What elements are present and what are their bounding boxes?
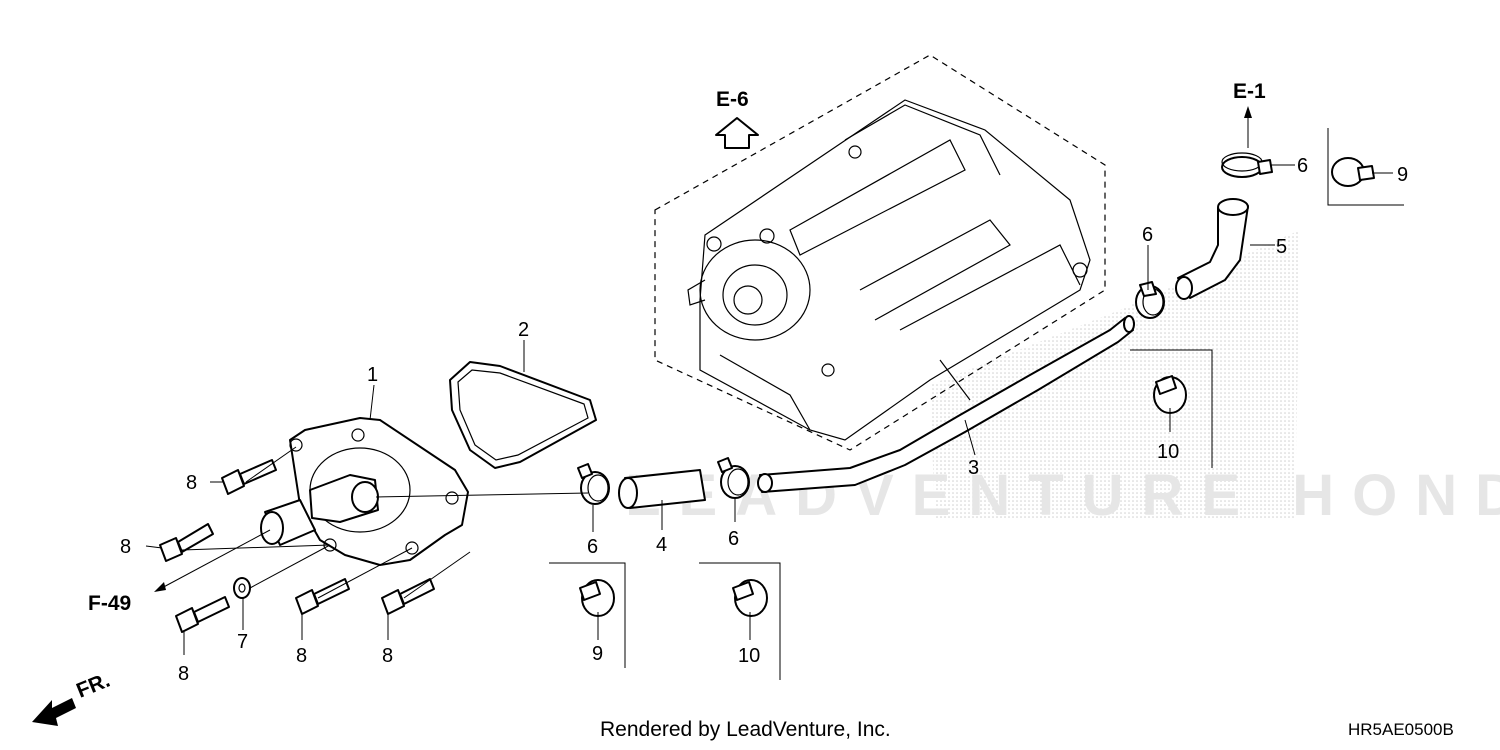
part-5-bent-hose[interactable] xyxy=(1175,198,1249,300)
callout-7[interactable]: 7 xyxy=(237,631,248,653)
callout-8-a[interactable]: 8 xyxy=(186,472,197,494)
part-6-clamp-d[interactable] xyxy=(1221,152,1273,178)
diagram-code: HR5AE0500B xyxy=(1348,720,1454,739)
callout-5[interactable]: 5 xyxy=(1276,236,1287,258)
leader-lines xyxy=(145,106,1393,655)
callout-8-c[interactable]: 8 xyxy=(178,663,189,685)
part-2-gasket[interactable] xyxy=(449,361,597,469)
callout-6-c[interactable]: 6 xyxy=(1142,224,1153,246)
watermark-text: LEADVENTURE HONDA xyxy=(625,463,1500,528)
callout-8-b[interactable]: 8 xyxy=(120,536,131,558)
part-10-clamp-detail-a[interactable] xyxy=(699,562,781,680)
callout-6-b[interactable]: 6 xyxy=(728,528,739,550)
callout-1[interactable]: 1 xyxy=(367,364,378,386)
part-9-clamp-detail-a[interactable] xyxy=(549,562,626,668)
watermark: LEADVENTURE HONDA xyxy=(625,230,1500,528)
part-8-bolt-a[interactable] xyxy=(221,459,277,495)
callout-10-b[interactable]: 10 xyxy=(1157,441,1179,463)
part-7-washer[interactable] xyxy=(233,577,251,599)
callout-6-a[interactable]: 6 xyxy=(587,536,598,558)
part-6-clamp-a[interactable] xyxy=(577,463,610,505)
arrow-e6 xyxy=(715,117,759,149)
part-9-clamp-detail-b[interactable] xyxy=(1327,128,1404,206)
part-8-bolt-e[interactable] xyxy=(381,578,435,615)
callout-10-a[interactable]: 10 xyxy=(738,645,760,667)
render-credit: Rendered by LeadVenture, Inc. xyxy=(600,718,891,741)
callout-4[interactable]: 4 xyxy=(656,534,667,556)
part-1-water-pump-cover[interactable] xyxy=(260,417,469,566)
callout-8-e[interactable]: 8 xyxy=(382,645,393,667)
front-arrow-icon xyxy=(32,698,76,726)
part-8-bolt-d[interactable] xyxy=(295,578,350,615)
front-direction-label: FR. xyxy=(73,669,113,703)
callout-8-d[interactable]: 8 xyxy=(296,645,307,667)
part-3-pipe[interactable] xyxy=(757,315,1135,493)
ref-e1-label[interactable]: E-1 xyxy=(1233,80,1266,103)
callout-3[interactable]: 3 xyxy=(968,457,979,479)
callout-9-b[interactable]: 9 xyxy=(1397,164,1408,186)
part-6-clamp-b[interactable] xyxy=(717,457,750,499)
part-4-hose[interactable] xyxy=(618,469,706,509)
part-8-bolt-c[interactable] xyxy=(175,596,230,633)
part-8-bolt-b[interactable] xyxy=(159,523,214,562)
ref-f49-label[interactable]: F-49 xyxy=(88,592,131,615)
callout-6-d[interactable]: 6 xyxy=(1297,155,1308,177)
ref-e6-label[interactable]: E-6 xyxy=(716,88,749,111)
part-6-clamp-c[interactable] xyxy=(1135,281,1165,319)
callout-2[interactable]: 2 xyxy=(518,319,529,341)
callout-9-a[interactable]: 9 xyxy=(592,643,603,665)
engine-crankcase xyxy=(654,54,1106,451)
